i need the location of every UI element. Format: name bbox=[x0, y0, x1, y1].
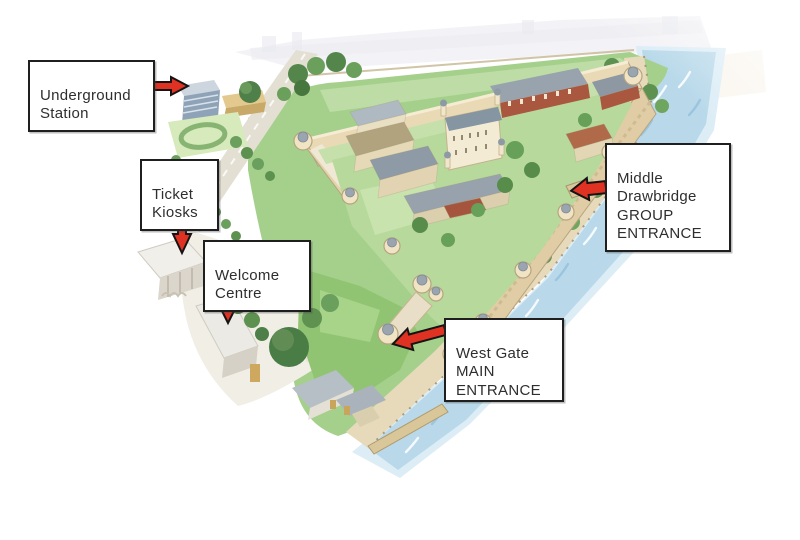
underground-station-arrow-icon bbox=[153, 75, 191, 97]
label-welcome-centre: Welcome Centre bbox=[203, 240, 311, 312]
label-ticket-kiosks-text: Ticket Kiosks bbox=[152, 185, 198, 222]
label-west-gate-main-entrance: West Gate MAIN ENTRANCE bbox=[444, 318, 564, 402]
label-underground-station: Underground Station bbox=[28, 60, 155, 132]
label-west-gate-text: West Gate MAIN ENTRANCE bbox=[456, 344, 541, 399]
label-ticket-kiosks: Ticket Kiosks bbox=[140, 159, 219, 231]
label-middle-drawbridge-text: Middle Drawbridge GROUP ENTRANCE bbox=[617, 169, 702, 243]
label-middle-drawbridge-group-entrance: Middle Drawbridge GROUP ENTRANCE bbox=[605, 143, 731, 252]
label-welcome-centre-text: Welcome Centre bbox=[215, 266, 280, 303]
west-gate-arrow-icon bbox=[391, 324, 448, 352]
label-underground-station-text: Underground Station bbox=[40, 86, 131, 123]
middle-drawbridge-arrow-icon bbox=[569, 176, 608, 202]
